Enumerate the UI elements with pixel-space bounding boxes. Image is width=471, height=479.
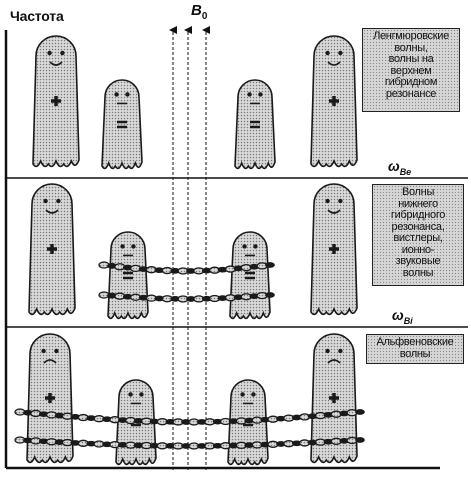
ghost-eye [258,92,262,96]
ghost-eye [251,392,255,396]
ghosts-layer [27,36,357,464]
ghost-eye [56,199,60,203]
ghost-eye [125,92,129,96]
ghost-icon [29,184,75,314]
chain-link [356,410,364,414]
ghost-eye [43,199,47,203]
region-middle-line: гибридного [374,210,462,222]
ghost-icon [311,184,357,314]
region-middle-line: волны [374,268,462,280]
region-high-line: гибридном [364,77,458,89]
ghost-eye [240,392,244,396]
ghost-eye [41,349,45,353]
ghost-eye [338,51,342,55]
omega-be-symbol: ω [388,158,400,174]
region-low-line: волны [368,349,462,361]
region-middle-line: звуковые [374,256,462,268]
ghost-eye [128,392,132,396]
ghost-icon [311,36,357,166]
ghost-eye [54,349,58,353]
omega-be-label: ωBe [388,158,411,177]
ghost-icon [102,80,142,168]
ghost-icon [33,36,79,166]
ghost-eye [325,199,329,203]
ghost-body [235,80,275,168]
ghost-eye [338,199,342,203]
region-middle-line: вистлеры, [374,233,462,245]
ghost-eye [253,244,257,248]
ghost-eye [60,51,64,55]
omega-be-subscript: Be [400,167,412,177]
chain-link [266,263,274,267]
field-symbol: B [191,2,202,19]
ghost-icon [235,80,275,168]
ghost-body [108,232,148,318]
magnetic-field-label: B0 [191,2,207,22]
region-high-line: резонансе [364,89,458,101]
ghost-icon [108,232,148,318]
region-middle-line: Волны [374,187,462,199]
chain-link [266,293,274,297]
ghost-eye [325,51,329,55]
region-middle-label: Волны нижнего гибридного резонанса, вист… [372,184,464,286]
region-low-label: Альфвеновские волны [366,334,464,364]
ghost-icon [230,232,270,318]
ghost-eye [247,92,251,96]
ghost-body [102,80,142,168]
omega-bi-symbol: ω [392,307,404,323]
ghost-eye [242,244,246,248]
field-lines [173,30,206,470]
ghost-eye [338,349,342,353]
ghost-eye [120,244,124,248]
chain-link [356,438,364,442]
field-subscript: 0 [202,11,208,22]
region-high-label: Ленгмюровские волны, волны на верхнем ги… [362,28,460,112]
ghost-body [230,232,270,318]
frequency-axis-label: Частота [10,8,64,24]
ghost-eye [114,92,118,96]
ghost-eye [47,51,51,55]
ghost-eye [131,244,135,248]
omega-bi-subscript: Bi [404,316,413,326]
ghost-eye [139,392,143,396]
region-low-line: Альфвеновские [368,337,462,349]
region-high-line: волны на [364,54,458,66]
omega-bi-label: ωBi [392,307,413,326]
region-high-line: Ленгмюровские [364,31,458,43]
ghost-eye [325,349,329,353]
